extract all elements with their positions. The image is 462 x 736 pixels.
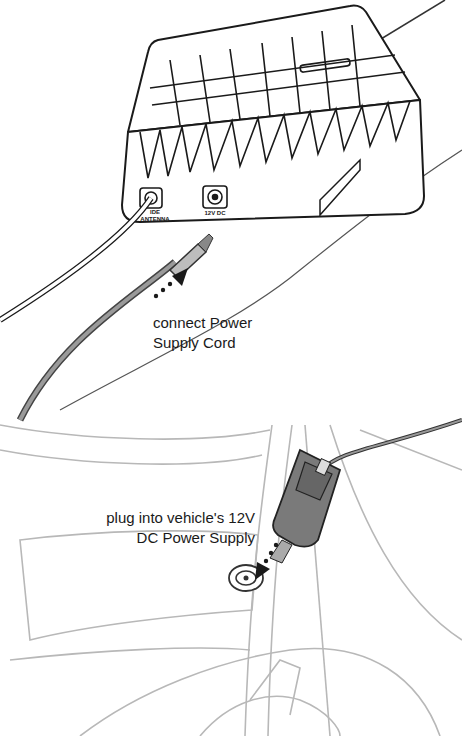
instruction-callout: connect Power Supply Cord: [153, 313, 278, 354]
port-label: 12V DC: [198, 210, 232, 216]
port-label: IDE: [140, 209, 170, 215]
car-charger-plug: [270, 420, 462, 563]
instruction-callout: plug into vehicle's 12V DC Power Supply: [85, 508, 255, 549]
booster-device: [122, 6, 424, 222]
mount-clip: [320, 160, 360, 215]
insert-arrow: [255, 543, 278, 580]
insert-arrow: [154, 268, 188, 298]
ports: [140, 186, 227, 208]
vehicle-console: [0, 425, 462, 736]
cooling-fins: [140, 25, 410, 178]
port-label: ANTENNA: [135, 216, 175, 222]
